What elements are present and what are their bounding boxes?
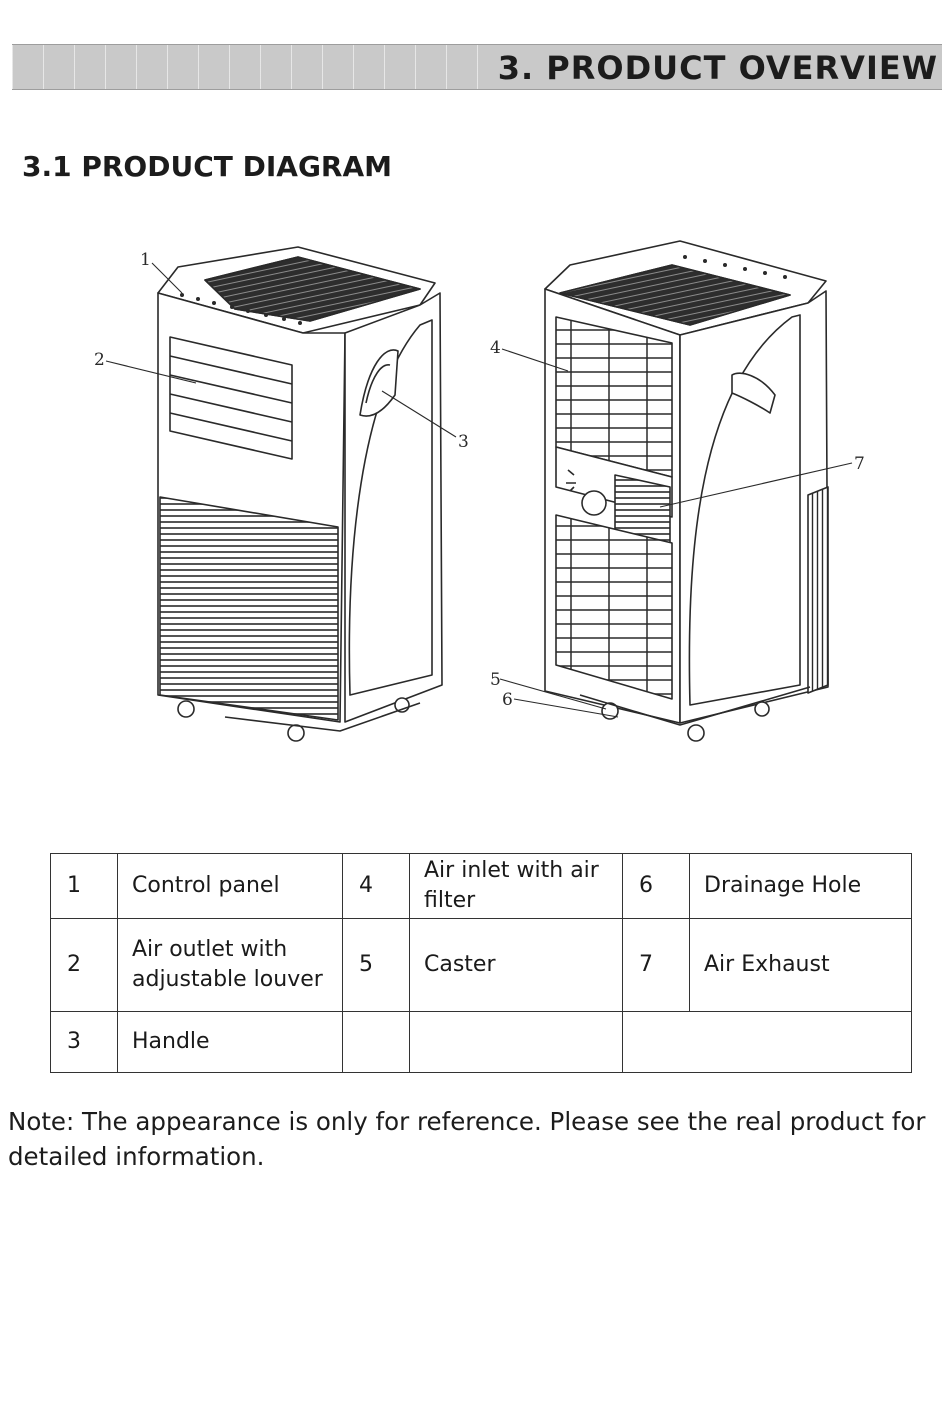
callout-4: 4 bbox=[490, 338, 501, 358]
section-title: 3.1 PRODUCT DIAGRAM bbox=[22, 150, 392, 183]
callout-7: 7 bbox=[854, 454, 865, 474]
part-label: Air outlet with adjustable louver bbox=[118, 919, 343, 1012]
table-row: 2 Air outlet with adjustable louver 5 Ca… bbox=[51, 919, 912, 1012]
part-label: Air Exhaust bbox=[690, 919, 912, 1012]
back-unit-illustration bbox=[545, 241, 828, 741]
callout-2: 2 bbox=[94, 350, 105, 370]
part-label: Drainage Hole bbox=[690, 854, 912, 919]
part-number: 2 bbox=[51, 919, 118, 1012]
callout-6: 6 bbox=[502, 690, 513, 710]
part-number: 5 bbox=[343, 919, 410, 1012]
table-row: 1 Control panel 4 Air inlet with air fil… bbox=[51, 854, 912, 919]
note-text: Note: The appearance is only for referen… bbox=[8, 1104, 928, 1174]
part-label: Control panel bbox=[118, 854, 343, 919]
table-row: 3 Handle bbox=[51, 1012, 912, 1073]
part-label bbox=[410, 1012, 623, 1073]
part-label bbox=[623, 1012, 912, 1073]
part-label: Caster bbox=[410, 919, 623, 1012]
part-number: 6 bbox=[623, 854, 690, 919]
callout-1: 1 bbox=[140, 250, 151, 270]
part-label: Air inlet with air filter bbox=[410, 854, 623, 919]
part-number: 3 bbox=[51, 1012, 118, 1073]
callout-5: 5 bbox=[490, 670, 501, 690]
chapter-title: 3. PRODUCT OVERVIEW bbox=[486, 45, 938, 89]
part-number bbox=[343, 1012, 410, 1073]
callout-3: 3 bbox=[458, 432, 469, 452]
section-banner: 3. PRODUCT OVERVIEW bbox=[12, 44, 942, 90]
part-number: 4 bbox=[343, 854, 410, 919]
front-unit-illustration bbox=[158, 247, 442, 741]
part-number: 1 bbox=[51, 854, 118, 919]
parts-legend-table: 1 Control panel 4 Air inlet with air fil… bbox=[50, 853, 912, 1073]
product-diagram: 1 2 3 4 5 6 7 bbox=[0, 225, 950, 765]
part-number: 7 bbox=[623, 919, 690, 1012]
part-label: Handle bbox=[118, 1012, 343, 1073]
